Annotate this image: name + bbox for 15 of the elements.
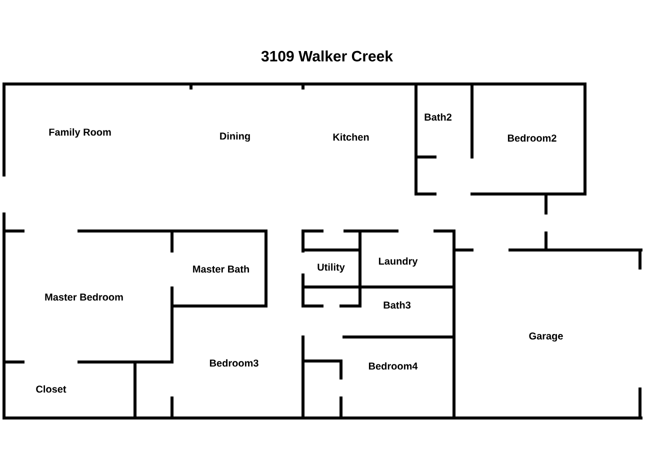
room-label: Utility: [318, 263, 345, 273]
room-label: Laundry: [378, 257, 418, 267]
room-label: Closet: [36, 385, 66, 393]
room-label: Kitchen: [333, 133, 369, 141]
room-label: Bedroom3: [210, 359, 258, 367]
room-label: Garage: [529, 332, 563, 342]
room-label: Bedroom4: [368, 362, 418, 370]
room-label: Dining: [220, 132, 250, 142]
room-label: Family Room: [49, 128, 111, 138]
room-label: Bedroom2: [508, 134, 556, 142]
room-label: Master Bedroom: [45, 293, 123, 301]
room-label: Bath3: [384, 301, 411, 309]
room-label: Bath2: [424, 113, 452, 121]
room-label: Master Bath: [193, 265, 249, 273]
title: 3109 Walker Creek: [261, 50, 393, 62]
